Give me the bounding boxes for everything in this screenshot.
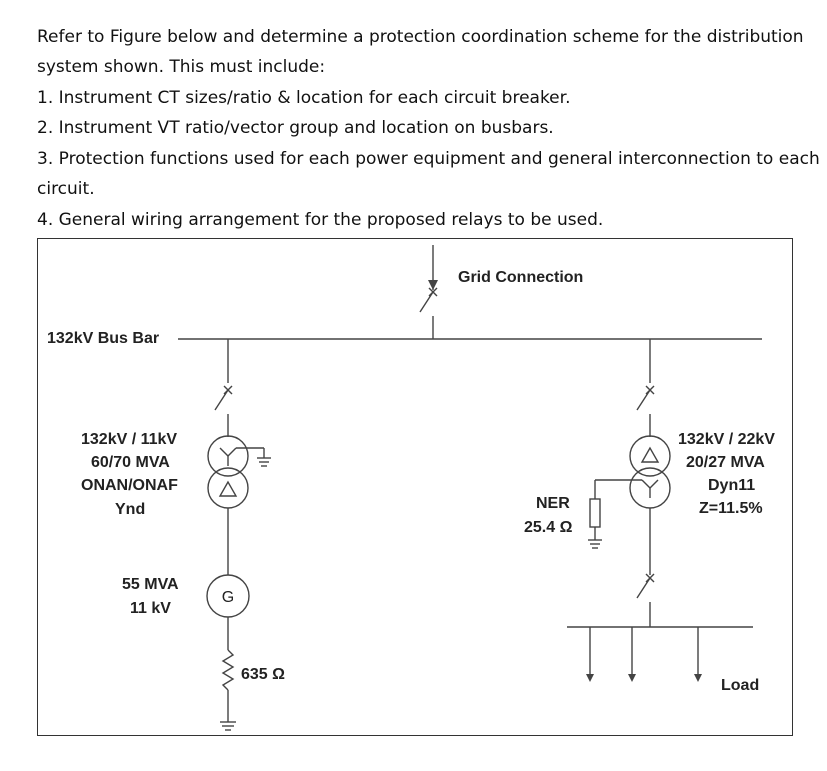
- tx2-breaker-icon: [636, 385, 655, 411]
- left-feeder: 132kV / 11kV 60/70 MVA ONAN/ONAF Ynd G 5…: [81, 339, 285, 731]
- grid-breaker-icon: [419, 287, 438, 313]
- tx1-rating-ratio: 132kV / 11kV: [81, 431, 177, 448]
- tx2-vector-group: Dyn11: [708, 477, 755, 494]
- tx1-vector-group: Ynd: [115, 501, 145, 518]
- generator-resistor-label: 635 Ω: [241, 666, 285, 683]
- question-item-2: 2. Instrument VT ratio/vector group and …: [37, 118, 554, 138]
- question-item-3-continued: circuit.: [37, 179, 95, 199]
- grid-connection-label: Grid Connection: [458, 269, 583, 286]
- tx2-impedance: Z=11.5%: [699, 500, 763, 517]
- load-label: Load: [721, 677, 759, 694]
- question-intro-line-2: system shown. This must include:: [37, 57, 326, 77]
- generator-symbol: G: [222, 589, 234, 606]
- generator-icon: G: [206, 574, 250, 618]
- transformer-1-icon: [207, 435, 271, 509]
- tx2-rating-mva: 20/27 MVA: [686, 454, 765, 471]
- question-item-1: 1. Instrument CT sizes/ratio & location …: [37, 88, 571, 108]
- generator-rating-mva: 55 MVA: [122, 576, 179, 593]
- question-intro-line-1: Refer to Figure below and determine a pr…: [37, 27, 804, 47]
- question-item-3: 3. Protection functions used for each po…: [37, 149, 820, 169]
- resistor-zigzag-icon: [221, 649, 235, 691]
- generator-earth-icon: [220, 721, 236, 731]
- load-breaker-icon: [636, 573, 655, 599]
- question-item-4: 4. General wiring arrangement for the pr…: [37, 210, 604, 230]
- tx1-breaker-icon: [214, 385, 233, 411]
- transformer-2-icon: [594, 435, 671, 509]
- diagram-frame: [37, 238, 793, 736]
- load-arrows-icon: [586, 627, 702, 682]
- right-feeder: NER 25.4 Ω 132kV / 22kV 20/27 MVA Dyn11 …: [524, 339, 775, 694]
- generator-rating-kv: 11 kV: [130, 600, 171, 617]
- grid-arrow-icon: [428, 280, 438, 290]
- tx1-rating-mva: 60/70 MVA: [91, 454, 170, 471]
- tx2-rating-ratio: 132kV / 22kV: [678, 431, 775, 448]
- ner-label: NER: [536, 495, 570, 512]
- ner-value: 25.4 Ω: [524, 519, 573, 536]
- tx1-cooling: ONAN/ONAF: [81, 477, 178, 494]
- bus-bar-label: 132kV Bus Bar: [47, 330, 159, 347]
- ner-resistor-icon: [588, 498, 602, 549]
- grid-connection: Grid Connection: [419, 245, 583, 339]
